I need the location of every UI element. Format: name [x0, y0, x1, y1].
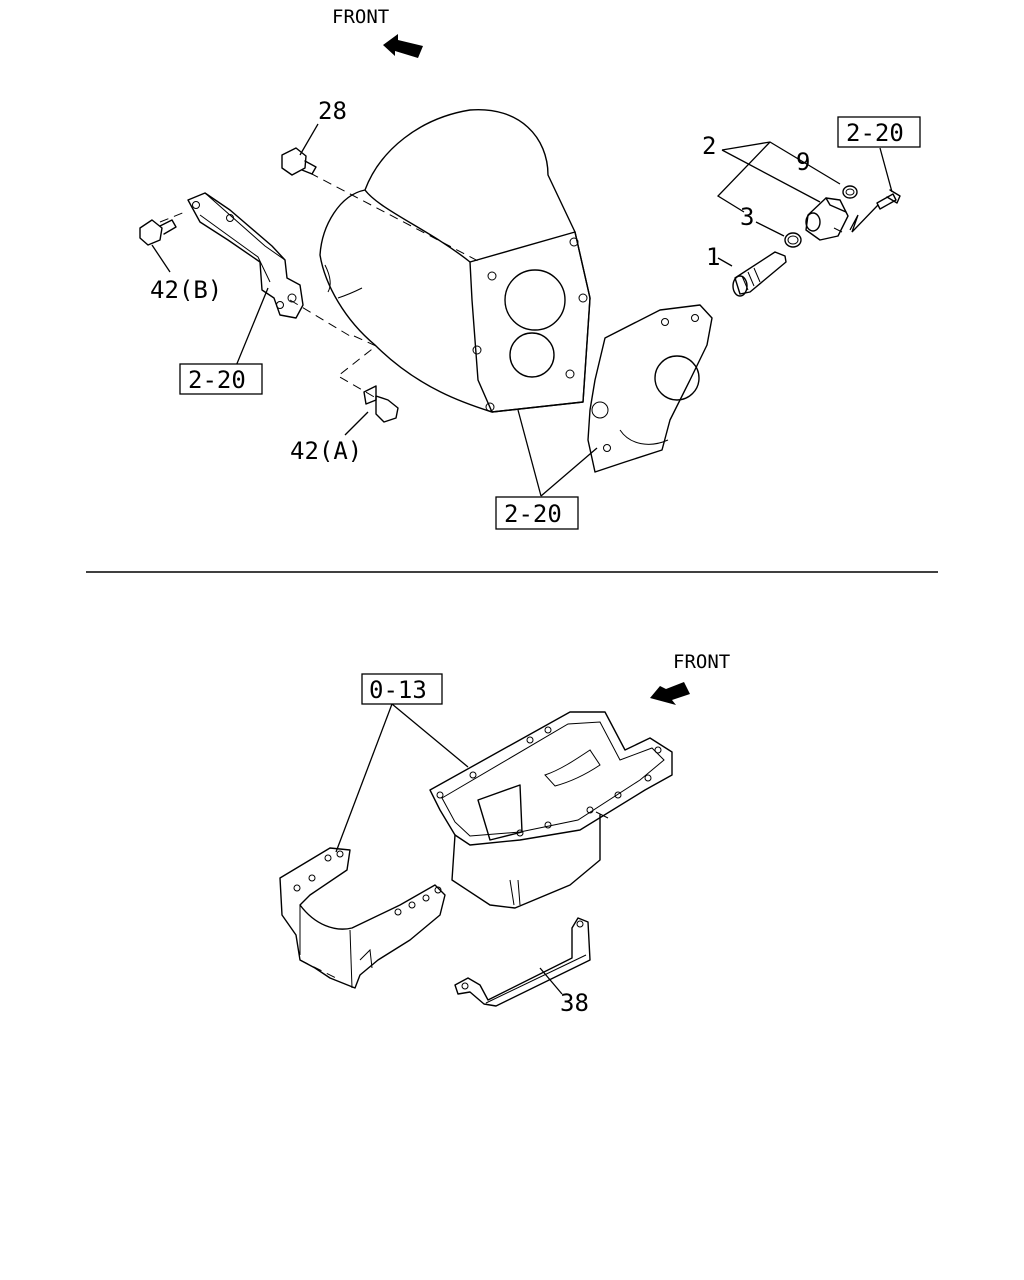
ref-box-bottom	[495, 496, 579, 530]
ref-box-oilpan	[361, 673, 443, 705]
top-view: FRONT 28	[139, 6, 921, 530]
callout-38: 38	[560, 989, 589, 1017]
ref-topright-label: 2-20	[846, 119, 904, 147]
ref-left-label: 2-20	[188, 366, 246, 394]
bracket-left	[187, 192, 304, 319]
bolt-42a	[363, 385, 399, 423]
callout-42a: 42(A)	[290, 437, 362, 465]
sleeve-assembly	[805, 197, 849, 241]
driven-gear-1	[732, 251, 787, 297]
o-ring-9	[842, 185, 858, 199]
lower-pan	[279, 847, 446, 989]
callout-1: 1	[706, 243, 720, 271]
ref-bottom-label: 2-20	[504, 500, 562, 528]
bolt-28	[281, 147, 317, 176]
cover-plate	[587, 304, 713, 473]
bolt-42b	[139, 219, 177, 246]
o-ring-3	[784, 232, 802, 248]
bolt-small	[876, 189, 901, 210]
bottom-view: FRONT 0-13	[279, 651, 730, 1017]
front-label-bottom: FRONT	[673, 651, 730, 673]
callout-9: 9	[796, 148, 810, 176]
bracket-38	[454, 917, 591, 1007]
callout-2: 2	[702, 132, 716, 160]
callout-28: 28	[318, 97, 347, 125]
callout-3: 3	[740, 203, 754, 231]
oil-pan	[429, 711, 673, 909]
front-arrow-bottom	[650, 682, 690, 705]
callout-42b: 42(B)	[150, 276, 222, 304]
front-label-top: FRONT	[332, 6, 389, 28]
front-arrow-top	[383, 34, 423, 58]
flywheel-housing	[319, 109, 591, 413]
ref-box-topright	[837, 116, 921, 148]
ref-box-left	[179, 363, 263, 395]
ref-oilpan-label: 0-13	[369, 676, 427, 704]
